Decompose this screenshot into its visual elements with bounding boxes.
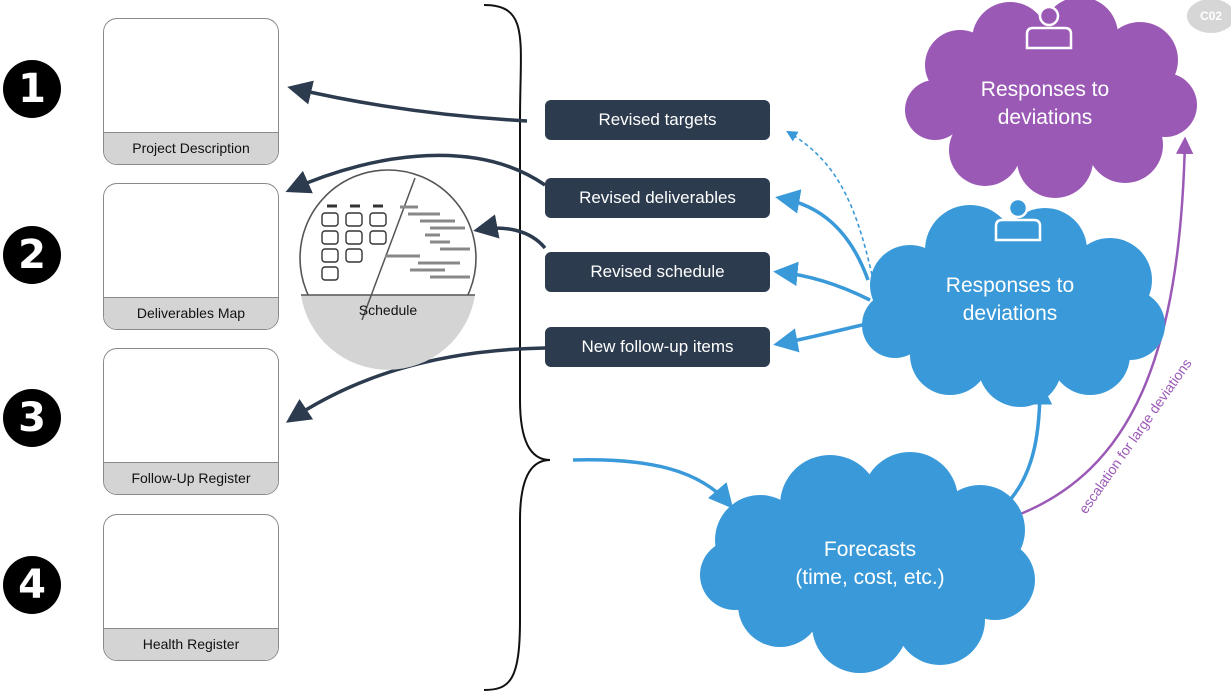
health-register-label: Health Register: [104, 628, 278, 660]
escalated-responses-text: Responses to deviations: [935, 76, 1155, 132]
escalated-responses-line-2: deviations: [997, 106, 1093, 129]
arrow-escalation: [1017, 136, 1194, 517]
arrow-responses-to-schedule: [773, 261, 871, 302]
responses-text: Responses to deviations: [900, 272, 1120, 328]
step-number-1: 1: [3, 60, 61, 118]
revised-targets-box[interactable]: Revised targets: [545, 100, 770, 140]
forecasts-title: Forecasts: [823, 538, 917, 561]
schedule-icon: [299, 169, 477, 370]
arrow-deliverables-to-map: [285, 153, 546, 194]
page-badge: C02: [1187, 0, 1231, 33]
person-icon: [994, 197, 1042, 242]
step-number-2: 2: [3, 226, 61, 284]
arrow-targets-to-description: [287, 80, 528, 123]
new-follow-up-items-box[interactable]: New follow-up items: [545, 327, 770, 367]
arrow-schedule-to-schedule: [473, 214, 547, 250]
responses-line-2: deviations: [962, 302, 1058, 325]
arrow-followup-to-register: [285, 346, 546, 423]
project-description-card[interactable]: Project Description: [103, 18, 279, 165]
step-number-3: 3: [3, 389, 61, 447]
escalated-responses-cloud: [905, 0, 1197, 198]
curly-brace: [483, 4, 551, 691]
responses-line-1: Responses to: [945, 274, 1075, 297]
follow-up-register-card[interactable]: Follow-Up Register: [103, 348, 279, 495]
schedule-label: Schedule: [358, 302, 418, 318]
revised-deliverables-box[interactable]: Revised deliverables: [545, 178, 770, 218]
arrow-responses-to-followup: [773, 320, 876, 353]
step-number-4: 4: [3, 556, 61, 614]
arrow-responses-to-deliverables: [775, 189, 870, 281]
responses-cloud: [862, 205, 1165, 407]
health-register-card[interactable]: Health Register: [103, 514, 279, 661]
forecasts-text: Forecasts (time, cost, etc.): [760, 536, 980, 592]
arrow-responses-to-targets-dashed: [786, 130, 873, 276]
escalated-responses-line-1: Responses to: [980, 78, 1110, 101]
revised-schedule-box[interactable]: Revised schedule: [545, 252, 770, 292]
person-icon-escalated: [1025, 5, 1073, 50]
follow-up-register-label: Follow-Up Register: [104, 462, 278, 494]
forecasts-subtitle: (time, cost, etc.): [795, 566, 945, 589]
forecasts-cloud: [700, 452, 1035, 673]
arrow-brace-to-forecasts: [572, 458, 734, 509]
project-description-label: Project Description: [104, 132, 278, 164]
deliverables-map-card[interactable]: Deliverables Map: [103, 183, 279, 330]
deliverables-map-label: Deliverables Map: [104, 297, 278, 329]
